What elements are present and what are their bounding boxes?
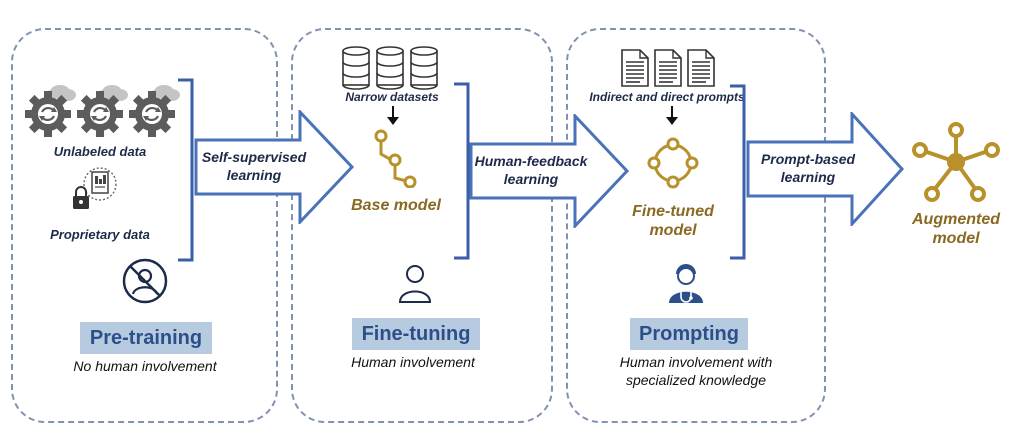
node-ring-icon xyxy=(647,137,699,189)
database-icon xyxy=(342,46,438,90)
human-feedback-label-line1: Human-feedback xyxy=(474,153,588,169)
human-feedback-label-line2: learning xyxy=(503,171,559,187)
prompt-based-label-line1: Prompt-based xyxy=(760,151,856,167)
network-hub-icon xyxy=(912,122,1000,202)
bracket-fine-tuning xyxy=(454,82,470,260)
prompts-label: Indirect and direct prompts xyxy=(589,90,745,104)
base-model-label: Base model xyxy=(351,197,441,214)
fine-tuning-panel xyxy=(291,28,553,423)
document-icon xyxy=(621,49,715,87)
fine-tuning-label: Fine-tuning xyxy=(352,318,480,350)
self-supervised-label-line1: Self-supervised xyxy=(201,149,307,165)
fine-tuning-caption: Human involvement xyxy=(351,354,475,370)
pre-training-caption: No human involvement xyxy=(73,358,217,374)
prompting-caption-line2: specialized knowledge xyxy=(625,372,767,388)
down-arrow-icon xyxy=(387,106,399,125)
augmented-model-line1: Augmented xyxy=(912,211,1000,228)
prompting-panel xyxy=(566,28,826,423)
self-supervised-arrow xyxy=(194,110,355,224)
human-feedback-arrow xyxy=(469,114,630,228)
node-chain-icon xyxy=(374,129,417,188)
no-person-icon xyxy=(122,258,168,304)
bracket-prompting xyxy=(730,84,746,260)
augmented-model-line2: model xyxy=(932,230,980,247)
proprietary-data-label: Proprietary data xyxy=(50,227,150,242)
prompting-label: Prompting xyxy=(630,318,748,350)
person-icon xyxy=(398,265,432,303)
lock-icon xyxy=(73,167,117,209)
self-supervised-label-line2: learning xyxy=(226,167,282,183)
fine-tuned-model-line1: Fine-tuned xyxy=(632,203,714,220)
pre-training-panel xyxy=(11,28,278,423)
unlabeled-data-label: Unlabeled data xyxy=(53,144,147,159)
pre-training-label: Pre-training xyxy=(80,322,212,354)
prompting-caption-line1: Human involvement with xyxy=(619,354,773,370)
prompt-based-label-line2: learning xyxy=(780,169,836,185)
fine-tuned-model-line2: model xyxy=(649,222,697,239)
narrow-datasets-label: Narrow datasets xyxy=(345,90,439,104)
prompt-based-arrow xyxy=(746,112,905,226)
gear-cycle-icon xyxy=(24,85,180,139)
clinician-icon xyxy=(669,264,703,303)
down-arrow-icon xyxy=(666,106,678,125)
bracket-pre-training xyxy=(178,78,194,262)
